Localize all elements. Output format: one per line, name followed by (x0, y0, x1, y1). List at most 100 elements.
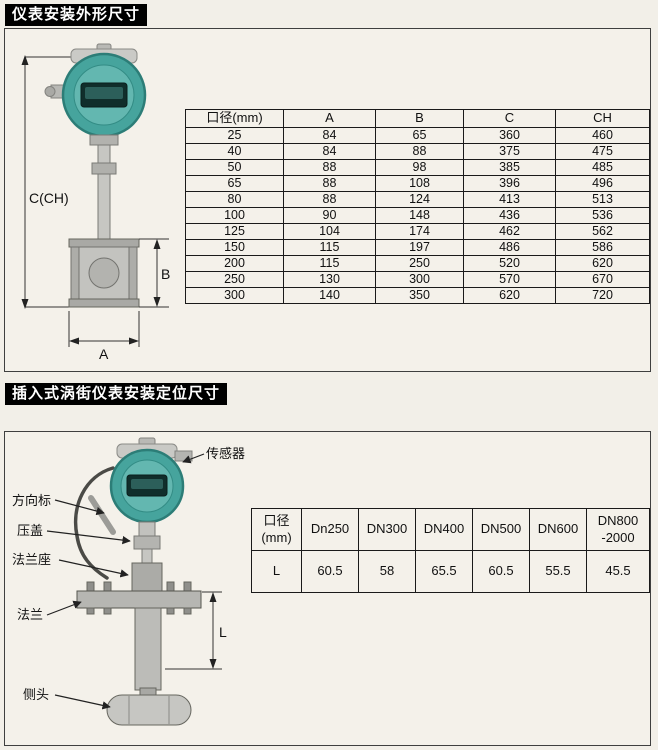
table-cell: 108 (375, 175, 464, 192)
flange-label: 法兰 (17, 607, 43, 622)
body-bottom-plate (68, 298, 140, 308)
body-top-plate (68, 238, 140, 248)
table-cell: 562 (555, 223, 650, 240)
table-cell: 350 (375, 287, 464, 304)
sensor-label: 传感器 (206, 446, 245, 461)
table-cell: 65.5 (415, 550, 473, 593)
table-cell: 475 (555, 143, 650, 160)
section2-title: 插入式涡街仪表安装定位尺寸 (5, 383, 228, 405)
dim-l-label: L (219, 624, 227, 640)
bolt-nut (103, 607, 112, 615)
dim-b-arrow-bottom (153, 297, 161, 307)
table-cell: 124 (375, 191, 464, 208)
table-cell: 200 (185, 255, 284, 272)
column-header: B (375, 109, 464, 128)
table-cell: 88 (283, 191, 376, 208)
table-cell: 100 (185, 207, 284, 224)
table-cell: 620 (555, 255, 650, 272)
table-cell: 40 (185, 143, 284, 160)
table-cell: 98 (375, 159, 464, 176)
head-left-conduit-cap (44, 86, 56, 97)
dim-b-label: B (161, 266, 170, 282)
dim-c-arrow-top (21, 55, 29, 65)
table-cell: 90 (283, 207, 376, 224)
column-header: DN300 (358, 508, 416, 551)
direction-marker-rod (88, 495, 116, 535)
table-cell: 58 (358, 550, 416, 593)
table-cell: 104 (283, 223, 376, 240)
table-cell: 462 (463, 223, 556, 240)
table-cell: 413 (463, 191, 556, 208)
neck (138, 521, 156, 537)
table-cell: 50 (185, 159, 284, 176)
table-cell: 570 (463, 271, 556, 288)
column-header: DN400 (415, 508, 473, 551)
corner-header: 口径 (mm) (251, 508, 302, 551)
dim-a-label: A (99, 346, 109, 362)
probe-label: 侧头 (23, 687, 49, 702)
lcd-screen (85, 87, 123, 99)
table-cell: 84 (283, 143, 376, 160)
table-cell: 360 (463, 127, 556, 144)
table-cell: 130 (283, 271, 376, 288)
table-cell: 385 (463, 159, 556, 176)
dim-a-arrow-left (69, 337, 79, 345)
table-cell: 84 (283, 127, 376, 144)
insertion-meter-drawing: L 传感器 方向标 压盖 法兰座 法兰 侧头 (12, 437, 245, 726)
table-cell: 486 (463, 239, 556, 256)
table-cell: 174 (375, 223, 464, 240)
table-cell: 375 (463, 143, 556, 160)
table-cell: 148 (375, 207, 464, 224)
neck (89, 134, 119, 146)
table-cell: 125 (185, 223, 284, 240)
stem (97, 144, 111, 240)
dim-c-arrow-bottom (21, 299, 29, 309)
dim-a-arrow-right (129, 337, 139, 345)
dim-l-arrow-bottom (209, 659, 217, 669)
lcd-screen (131, 479, 163, 489)
table-cell: 60.5 (472, 550, 530, 593)
table-cell: 55.5 (529, 550, 587, 593)
direction-marker-label: 方向标 (12, 493, 51, 508)
bolt-nut (86, 607, 95, 615)
bolt-nut (183, 607, 192, 615)
flange-seat-label: 法兰座 (12, 552, 51, 567)
table-cell: 60.5 (301, 550, 359, 593)
table-cell: 513 (555, 191, 650, 208)
table-cell: 536 (555, 207, 650, 224)
table-cell: 65 (375, 127, 464, 144)
table-cell: 520 (463, 255, 556, 272)
gland-label: 压盖 (17, 523, 43, 538)
bolt-nut (166, 607, 175, 615)
table-cell: 620 (463, 287, 556, 304)
table-cell: 586 (555, 239, 650, 256)
dim-l-lines (165, 591, 222, 670)
flange-seat-body (131, 562, 163, 592)
bolt-stud (183, 581, 192, 592)
table-cell: 88 (375, 143, 464, 160)
column-header: DN600 (529, 508, 587, 551)
table-cell: 670 (555, 271, 650, 288)
body-left-flange (70, 246, 80, 300)
table-cell: 197 (375, 239, 464, 256)
row-label: L (251, 550, 302, 593)
table-cell: 80 (185, 191, 284, 208)
probe-head (106, 694, 192, 726)
bolt-stud (86, 581, 95, 592)
